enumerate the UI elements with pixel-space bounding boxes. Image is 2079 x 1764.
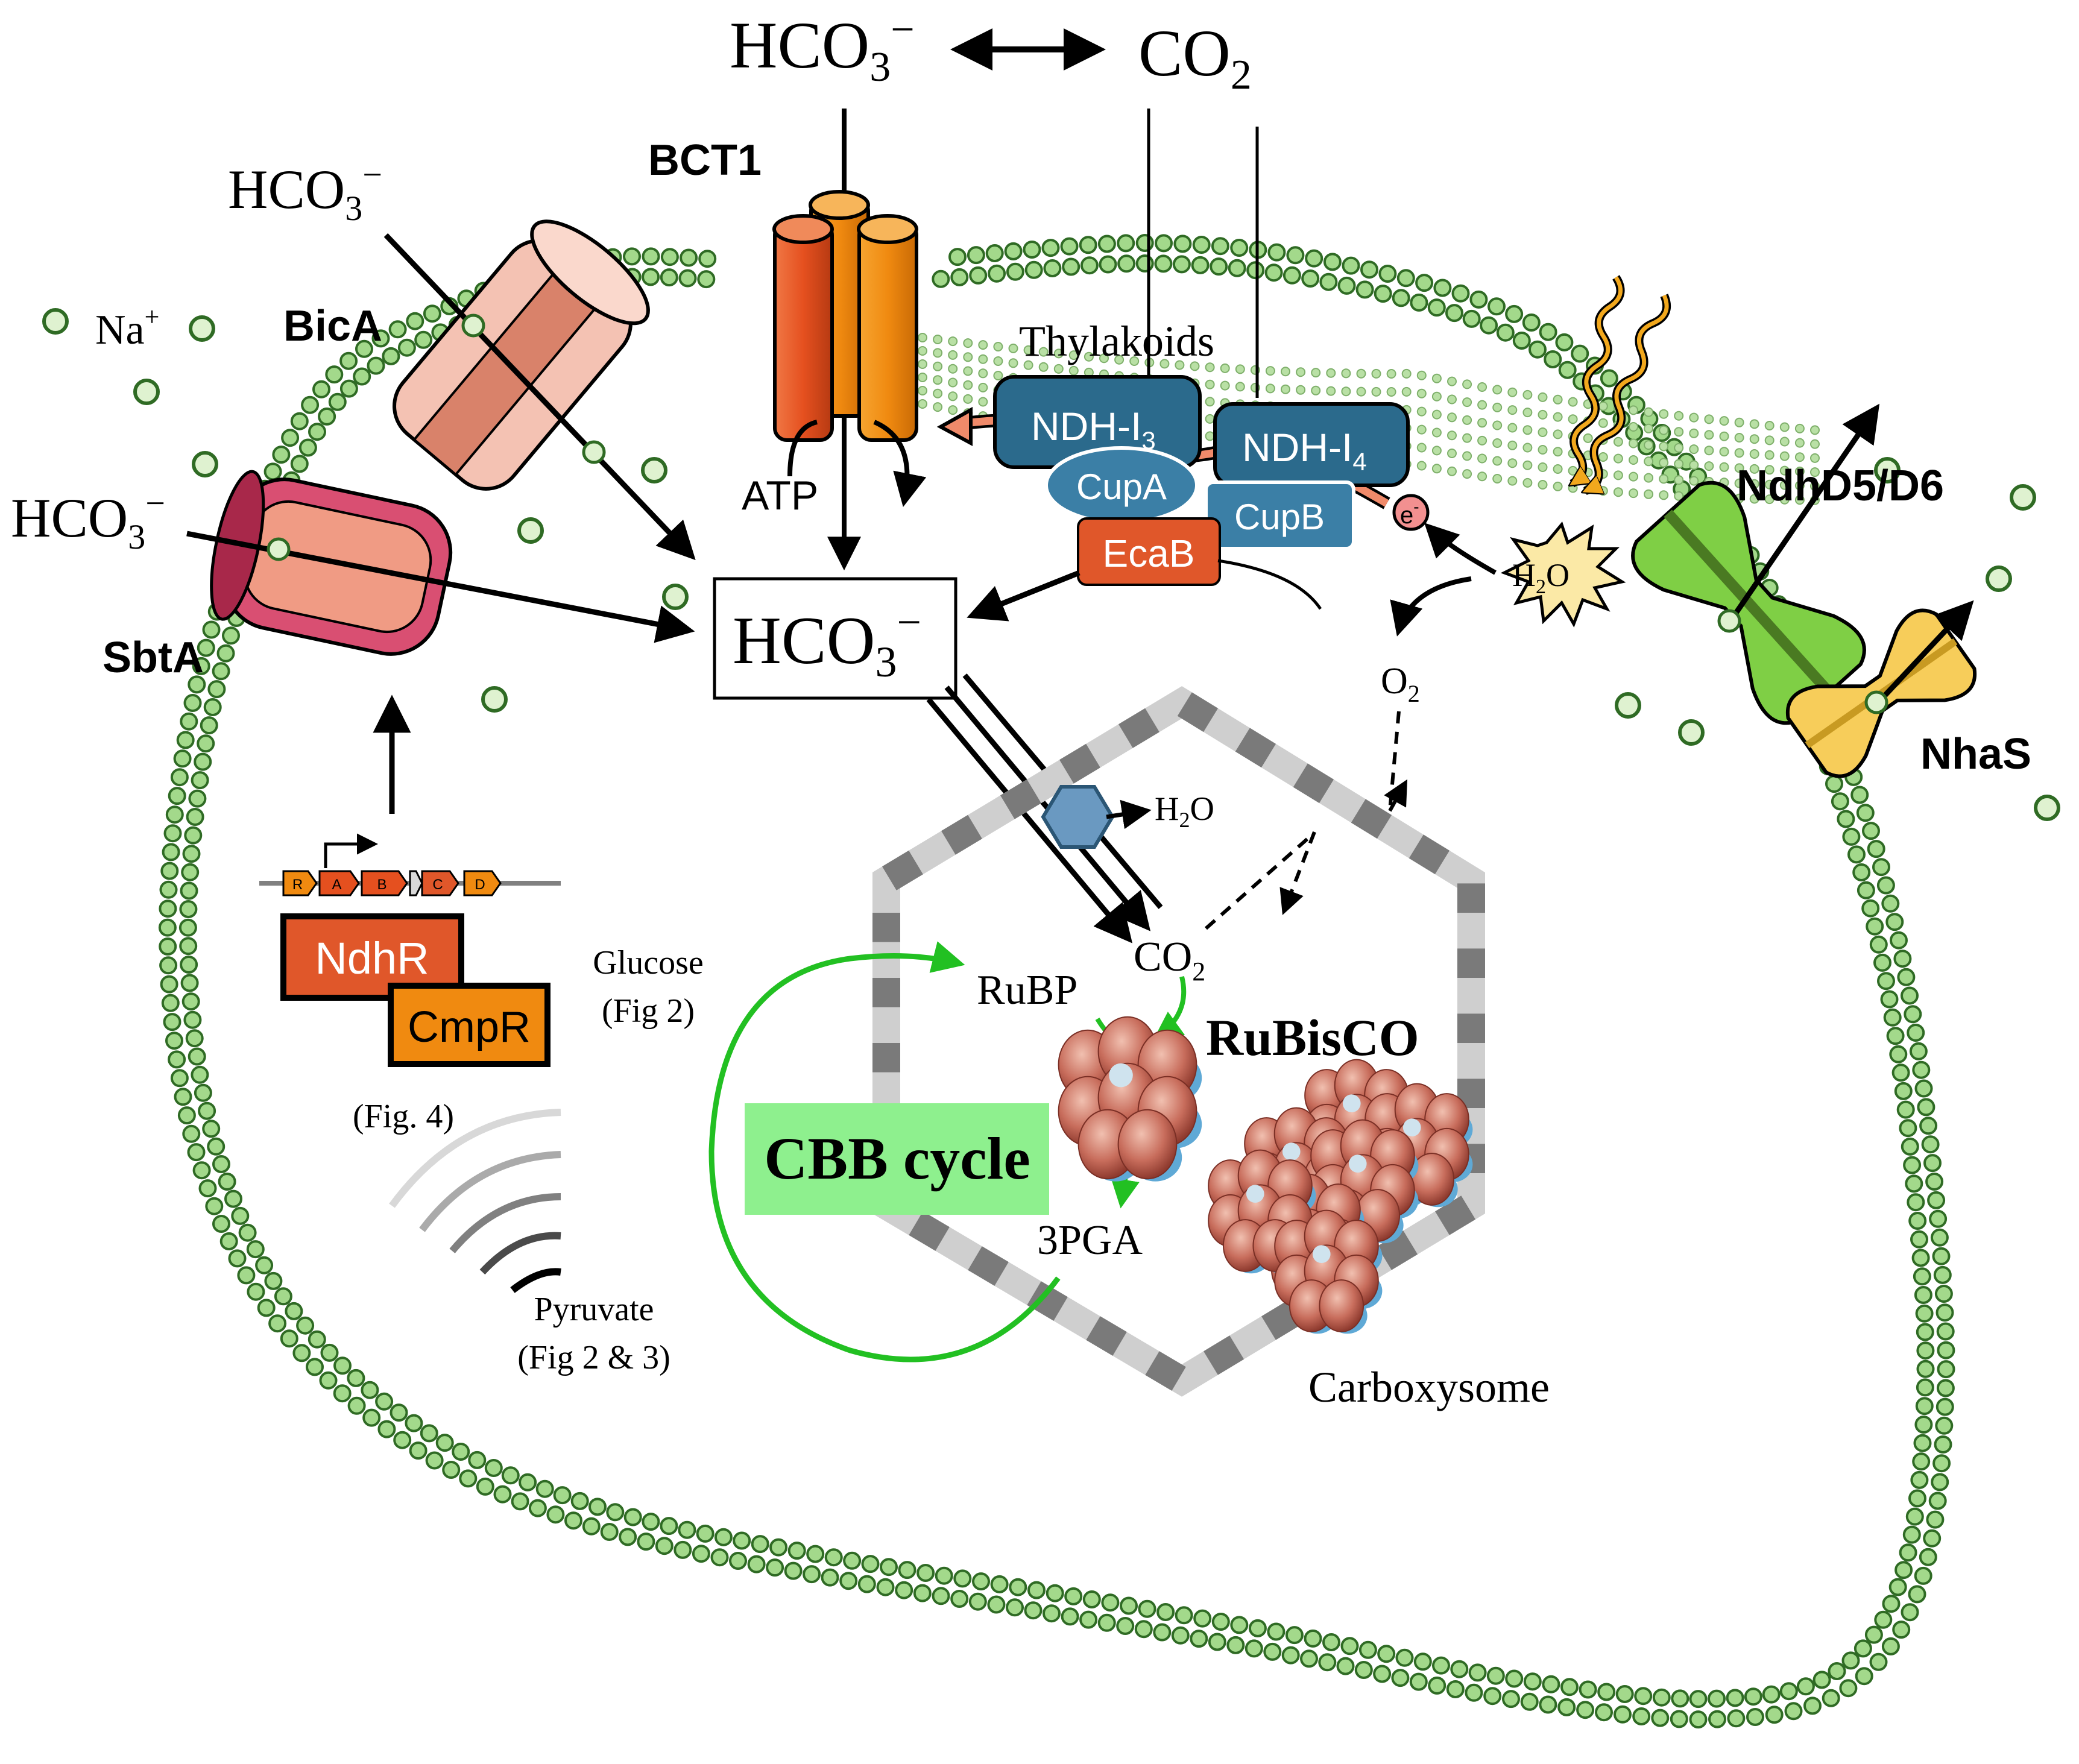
ca-water-arrow	[1106, 799, 1152, 830]
co2-leak-arrow-2	[1279, 831, 1316, 915]
sbta-hco3-label: HCO3−	[11, 484, 165, 556]
nhas-label: NhaS	[1920, 730, 2031, 778]
svg-text:EcaB: EcaB	[1103, 532, 1195, 575]
hco3-to-carboxysome-arrows	[926, 673, 1163, 943]
bica-label: BicA	[283, 302, 382, 350]
cbb-cycle-box	[745, 1103, 1049, 1215]
svg-text:NdhR: NdhR	[315, 933, 429, 983]
hco3-pool-box	[713, 577, 957, 700]
cupa-subunit: CupA	[1044, 446, 1199, 524]
oxygen-release-arrow	[1390, 576, 1472, 637]
sbta-label: SbtA	[103, 634, 204, 682]
pga-label: 3PGA	[1037, 1217, 1143, 1264]
svg-text:R: R	[292, 877, 303, 893]
water-electron-arrow	[1424, 523, 1497, 575]
carboxysome-co2-label: CO2	[1134, 934, 1205, 986]
svg-text:H2O: H2O	[1512, 557, 1570, 598]
bct1-label: BCT1	[648, 136, 762, 184]
svg-text:NDH-I4: NDH-I4	[1242, 425, 1367, 476]
ca-water-label: H2O	[1155, 790, 1214, 832]
svg-text:CmpR: CmpR	[408, 1003, 531, 1051]
bica-transporter	[393, 219, 650, 491]
pyruvate-label: Pyruvate	[534, 1291, 654, 1328]
svg-text:e-: e-	[1400, 497, 1419, 529]
signal-waves	[389, 1109, 561, 1293]
sbta-transporter	[210, 470, 453, 656]
co2-leak-arrow	[1205, 836, 1310, 930]
ndh-i3-complex: NDH-I3	[993, 375, 1202, 469]
o2-leak-arrow	[1384, 779, 1408, 812]
sodium-particles	[42, 308, 2060, 821]
svg-text:CupA: CupA	[1076, 467, 1167, 507]
rubisco-cluster	[1208, 1059, 1473, 1334]
oxygen-label: O2	[1381, 661, 1420, 707]
svg-text:D: D	[475, 877, 485, 893]
carboxysome-shell	[872, 686, 1485, 1397]
electron: e-	[1392, 494, 1430, 531]
light-rays	[1565, 275, 1671, 495]
na-label: Na+	[95, 302, 159, 353]
ecab-arrow	[967, 570, 1081, 622]
fig4-label: (Fig. 4)	[353, 1098, 454, 1135]
cmpr-regulator: CmpR	[388, 983, 551, 1067]
rubisco-enzyme	[1058, 1016, 1202, 1182]
top-hco3-label: HCO3−	[730, 7, 915, 90]
glucose-label: Glucose	[593, 944, 704, 981]
bct1-transporter	[772, 190, 918, 442]
ecab-protein: EcaB	[1077, 517, 1221, 586]
svg-text:C: C	[432, 877, 443, 893]
bica-hco3-label: HCO3−	[228, 155, 382, 228]
water-splitting-star: H2O	[1500, 521, 1626, 628]
svg-text:A: A	[332, 877, 341, 893]
ndh-i4-complex: NDH-I4	[1213, 402, 1410, 487]
cbb-cycle-arrow	[708, 941, 1061, 1362]
glucose-fig-label: (Fig 2)	[602, 992, 695, 1030]
top-co2-label: CO2	[1138, 16, 1252, 98]
atp-curve	[787, 420, 818, 477]
cbb-cycle-label: CBB cycle	[764, 1125, 1030, 1192]
svg-text:CupB: CupB	[1234, 497, 1325, 537]
atp-hydrolysis-arrow	[873, 420, 927, 507]
pyruvate-fig-label: (Fig 2 & 3)	[517, 1339, 670, 1376]
ndhd5d6-arrow	[1728, 403, 1880, 623]
atp-label: ATP	[742, 473, 818, 518]
co2-fixation-arrow	[1153, 976, 1187, 1041]
ndhd5d6-label: NdhD5/D6	[1737, 462, 1944, 510]
bica-arrow	[383, 233, 696, 561]
cupb-subunit: CupB	[1204, 480, 1355, 550]
carboxysome-label: Carboxysome	[1308, 1363, 1550, 1411]
svg-text:NDH-I3: NDH-I3	[1031, 404, 1156, 455]
rubp-label: RuBP	[977, 967, 1077, 1013]
nhas-arrow	[1879, 600, 1974, 702]
ecab-arc	[1217, 559, 1322, 610]
hco3-pool-label: HCO3−	[733, 598, 921, 686]
rubisco-label: RuBisCO	[1206, 1009, 1419, 1066]
svg-text:B: B	[377, 877, 386, 893]
carbonic-anhydrase	[1041, 785, 1115, 849]
thylakoids-label: Thylakoids	[1019, 317, 1214, 365]
